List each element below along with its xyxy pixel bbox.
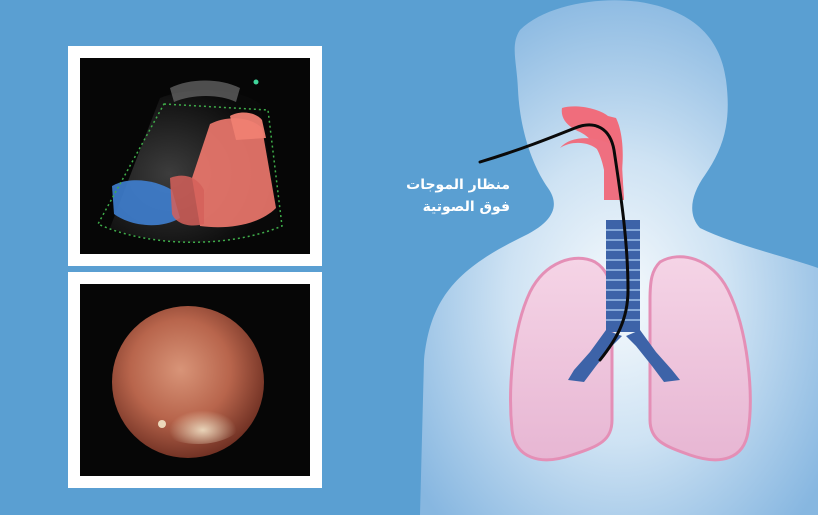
- ultrasound-doppler-image: [80, 58, 310, 254]
- endoscopic-image-frame: [68, 272, 322, 488]
- label-line-1: منظار الموجات: [380, 174, 510, 196]
- endoscopic-view-image: [80, 284, 310, 476]
- ultrasound-image-frame: [68, 46, 322, 266]
- label-line-2: فوق الصوتية: [380, 196, 510, 218]
- endoscopic-ultrasound-label: منظار الموجات فوق الصوتية: [380, 174, 510, 218]
